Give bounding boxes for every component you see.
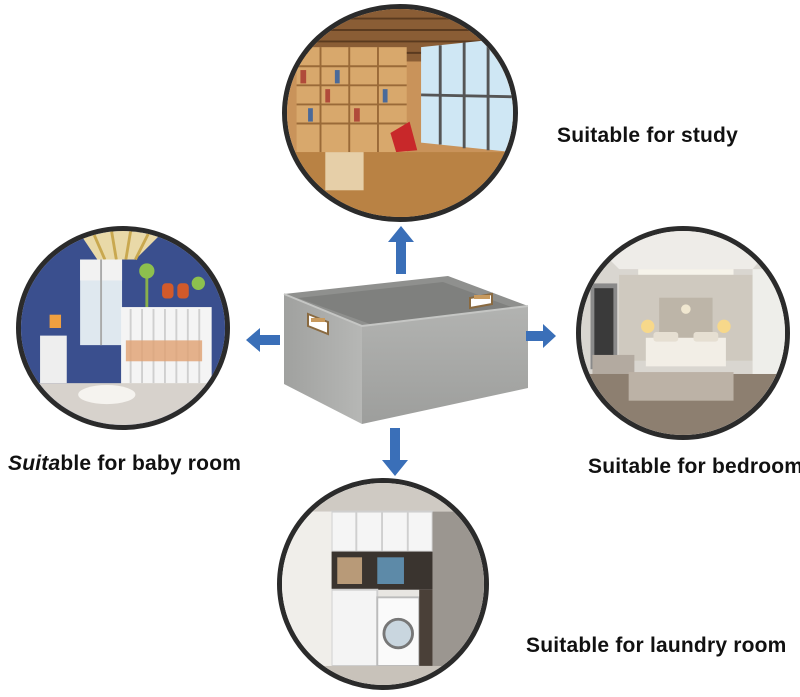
arrow-up-icon: [388, 226, 414, 274]
study-room-photo: [282, 4, 518, 222]
laundry-room-photo: [277, 478, 489, 690]
caption-baby-room-prefix: Suita: [8, 452, 61, 475]
arrow-left-icon: [246, 328, 280, 352]
storage-basket-image: [278, 276, 530, 426]
baby-room-photo: [16, 226, 230, 430]
caption-baby-room: Suitable for baby room: [8, 452, 241, 476]
arrow-right-icon: [526, 324, 556, 348]
bedroom-photo: [576, 226, 790, 440]
caption-bedroom: Suitable for bedroom: [588, 455, 800, 478]
caption-laundry-room: Suitable for laundry room: [526, 634, 787, 657]
caption-baby-room-rest: ble for baby room: [60, 452, 242, 475]
arrow-down-icon: [382, 428, 408, 476]
caption-study: Suitable for study: [557, 124, 738, 147]
